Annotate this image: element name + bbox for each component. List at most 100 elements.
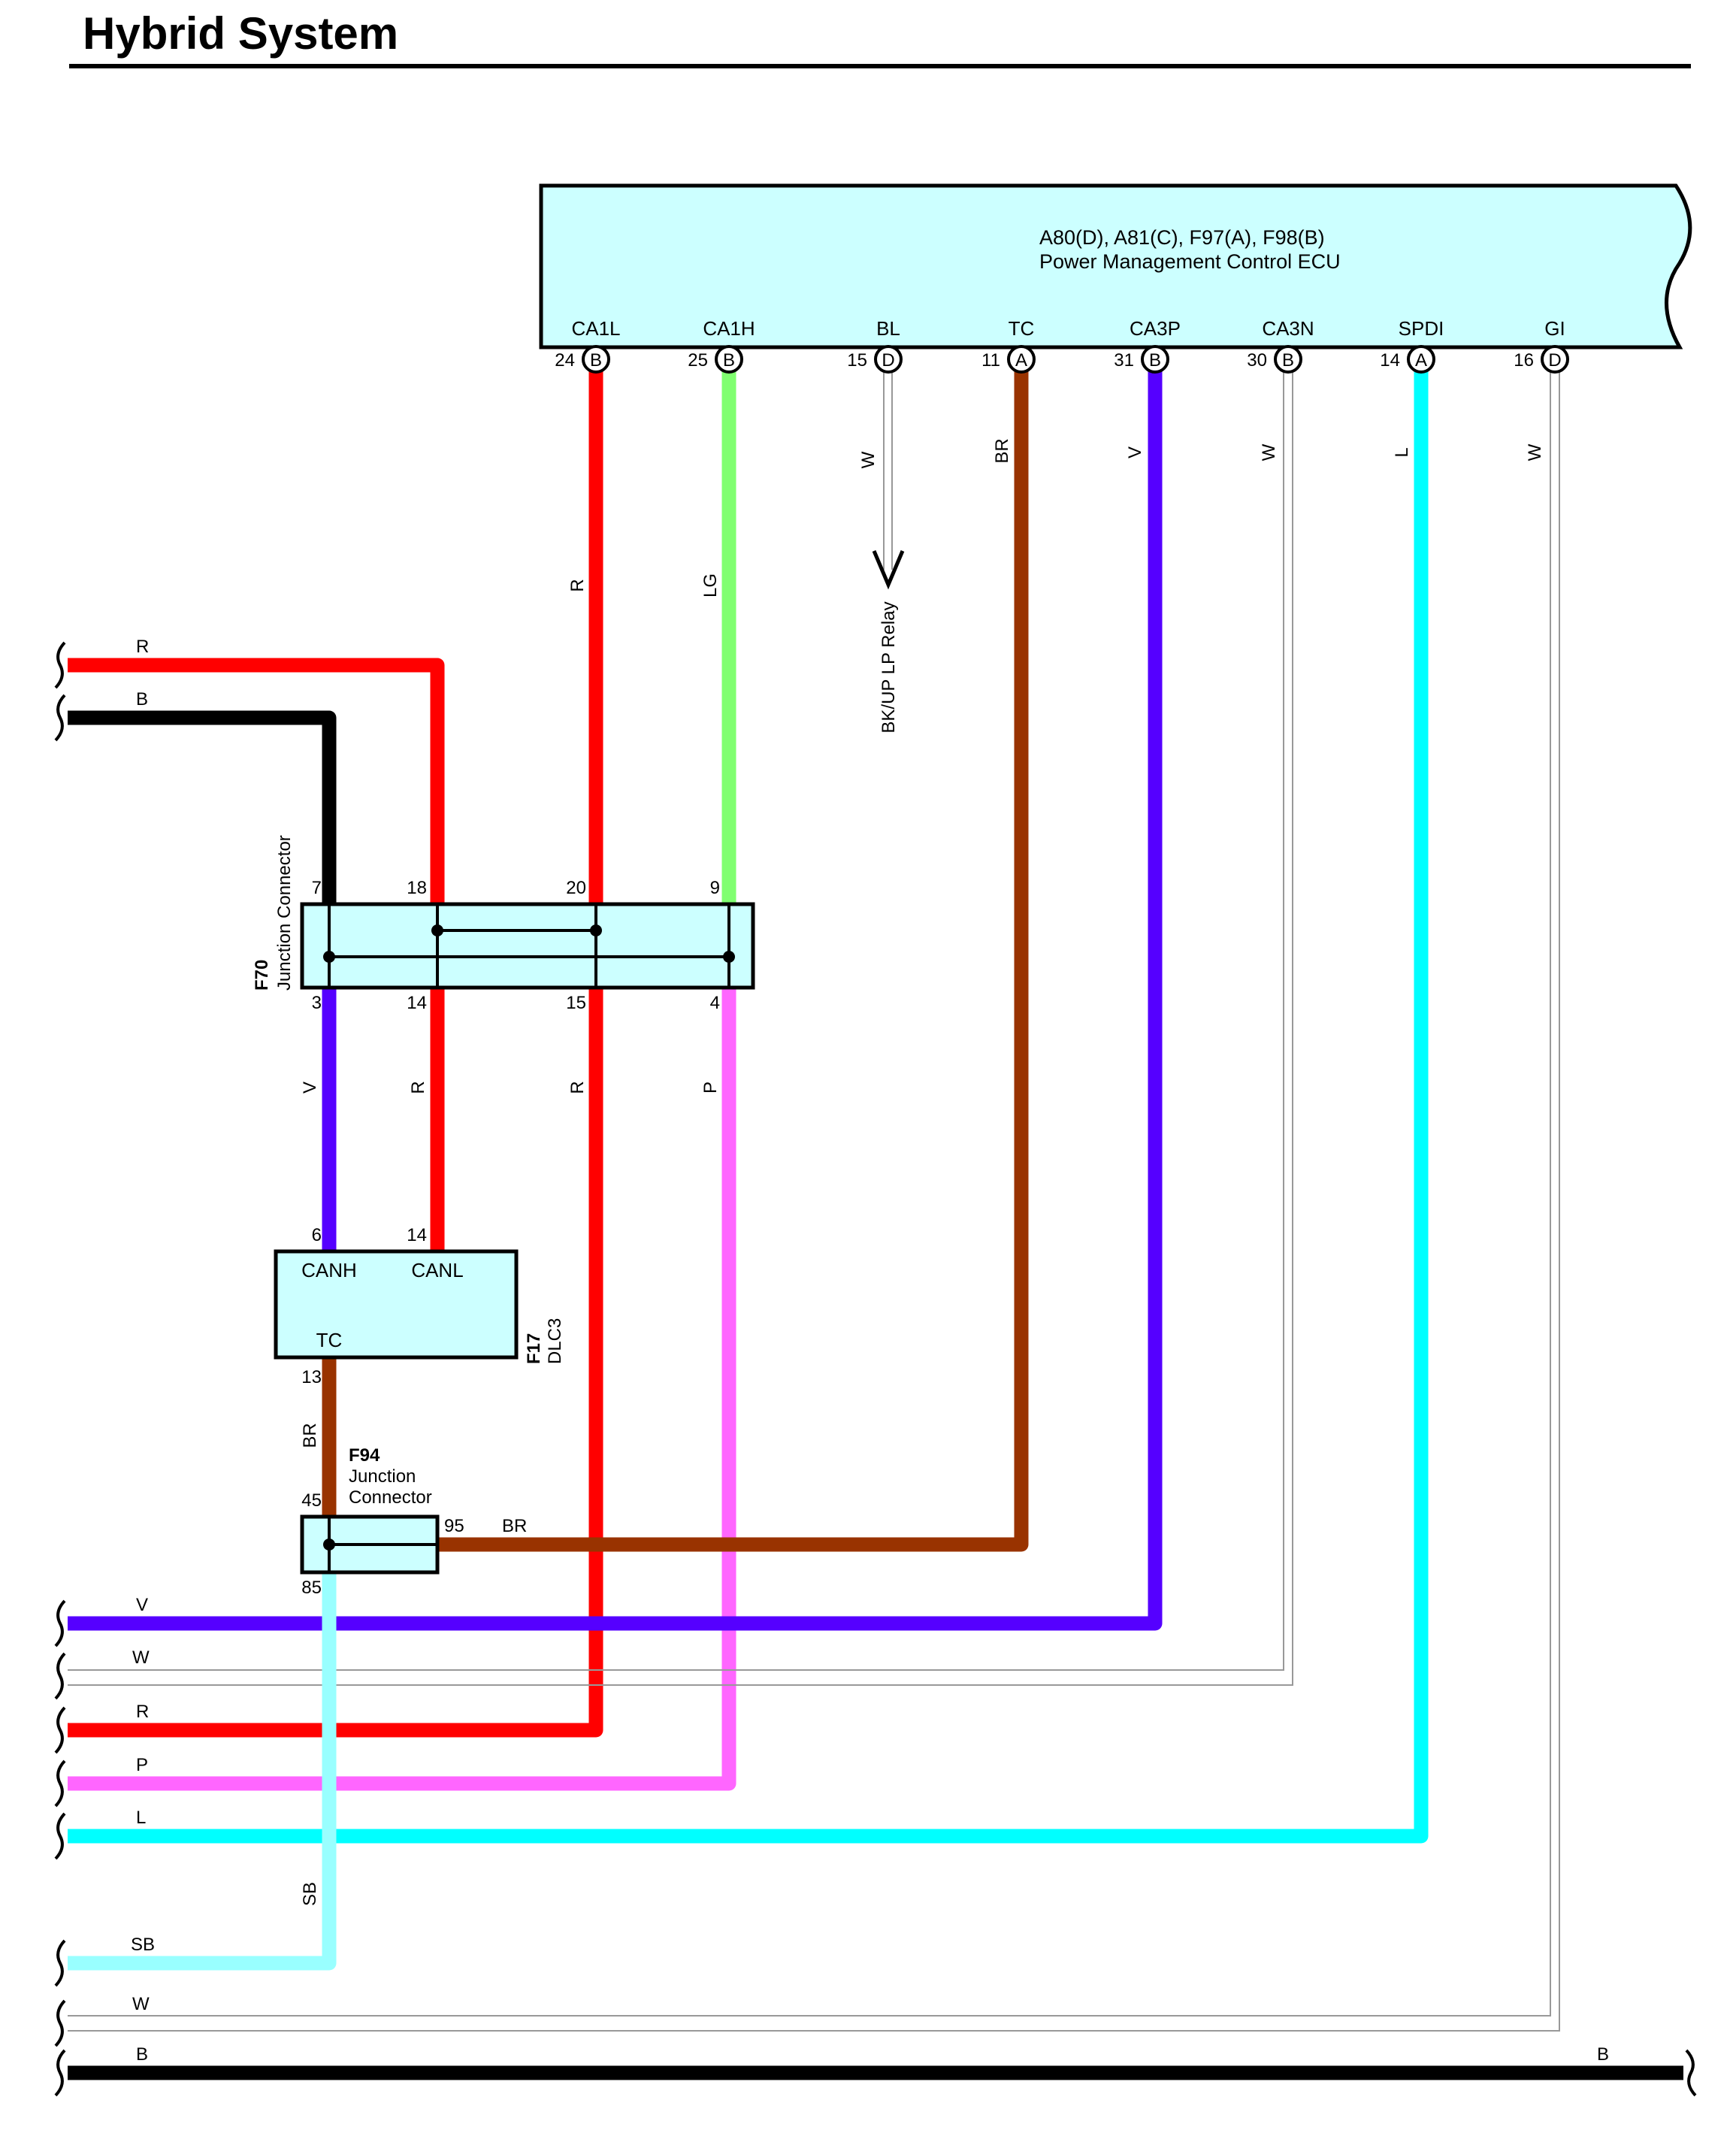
wire-label-ca3n: W bbox=[1259, 443, 1279, 461]
ecu-pin-conn-bl: D bbox=[882, 350, 894, 371]
wire-label-gi: W bbox=[1525, 443, 1545, 461]
f94-id: F94 bbox=[349, 1445, 380, 1466]
ecu-pin-num-gi: 16 bbox=[1514, 350, 1534, 371]
left-wire-label-b2: B bbox=[136, 2044, 148, 2065]
ecu-box bbox=[539, 183, 1692, 349]
wire-label-canh: V bbox=[300, 1082, 320, 1094]
left-wire-label-r: R bbox=[136, 637, 149, 657]
ecu-pin-signal-spdi: SPDI bbox=[1399, 317, 1444, 340]
ecu-pin-signal-gi: GI bbox=[1544, 317, 1565, 340]
f70-pin-3: 3 bbox=[312, 993, 322, 1013]
wire-p bbox=[68, 988, 736, 1791]
ecu-pin-signal-tc: TC bbox=[1009, 317, 1035, 340]
wire-left-r bbox=[68, 658, 445, 904]
left-wire-label-w1: W bbox=[132, 1647, 150, 1668]
dlc3-pin-num-6: 6 bbox=[312, 1225, 322, 1245]
wire-label-ca1h: LG bbox=[700, 573, 721, 598]
left-wire-label-w2: W bbox=[132, 1994, 150, 2014]
wire-ca3p bbox=[68, 368, 1163, 1631]
arrow-down-icon bbox=[872, 550, 905, 590]
f70-pin-14: 14 bbox=[407, 993, 427, 1013]
ecu-pin-num-spdi: 14 bbox=[1380, 350, 1400, 371]
ecu-pin-conn-ca1l: B bbox=[590, 350, 602, 371]
left-wire-label-p: P bbox=[136, 1755, 148, 1775]
dlc3-id: F17 bbox=[524, 1333, 544, 1364]
wire-left-b bbox=[68, 710, 337, 904]
ecu-pin-markers bbox=[582, 345, 1569, 374]
ecu-pin-num-ca3p: 31 bbox=[1114, 350, 1134, 371]
dlc3-pin-num-13: 13 bbox=[301, 1367, 322, 1387]
ecu-pin-conn-spdi: A bbox=[1415, 350, 1427, 371]
left-wire-label-b: B bbox=[136, 689, 148, 709]
f70-pin-18: 18 bbox=[407, 878, 427, 898]
wire-label-spdi: L bbox=[1392, 447, 1412, 457]
dlc3-name: DLC3 bbox=[545, 1318, 565, 1364]
page-title: Hybrid System bbox=[83, 8, 399, 59]
dlc3-box bbox=[274, 1249, 519, 1360]
f70-junction-dots bbox=[323, 924, 735, 963]
wire-label-canl: R bbox=[408, 1081, 428, 1094]
ecu-pin-conn-tc: A bbox=[1015, 350, 1027, 371]
f70-internal-lines bbox=[328, 904, 730, 988]
ecu-pin-num-ca3n: 30 bbox=[1247, 350, 1267, 371]
dlc3-pin-canh: CANH bbox=[301, 1259, 357, 1281]
f94-junction-dot bbox=[323, 1538, 335, 1551]
ecu-id: A80(D), A81(C), F97(A), F98(B) bbox=[1039, 226, 1325, 249]
wire-bl bbox=[883, 368, 893, 570]
dlc3-pin-num-14: 14 bbox=[407, 1225, 427, 1245]
relay-label: BK/UP LP Relay bbox=[879, 601, 899, 733]
f94-pin-85: 85 bbox=[301, 1578, 322, 1598]
ecu-name: Power Management Control ECU bbox=[1039, 250, 1341, 273]
f94-name-line1: Junction bbox=[349, 1466, 416, 1487]
f70-id: F70 bbox=[252, 960, 272, 991]
wire-label-bl: W bbox=[858, 451, 879, 468]
dlc3-pin-canl: CANL bbox=[411, 1259, 463, 1281]
f70-pin-15: 15 bbox=[566, 993, 586, 1013]
ecu-pin-num-ca1h: 25 bbox=[688, 350, 708, 371]
f70-pin-7: 7 bbox=[312, 878, 322, 898]
wire-label-p-lower: P bbox=[700, 1082, 721, 1094]
ecu-pin-signal-ca1h: CA1H bbox=[703, 317, 755, 340]
wire-ca3n bbox=[68, 368, 1293, 1686]
ground-right-label: B bbox=[1597, 2044, 1609, 2065]
wire-label-dlc-tc: BR bbox=[300, 1423, 320, 1448]
wire-label-tc: BR bbox=[992, 438, 1012, 463]
ecu-pin-conn-gi: D bbox=[1548, 350, 1561, 371]
wire-break-markers bbox=[54, 641, 1697, 2097]
ecu-pin-num-bl: 15 bbox=[847, 350, 867, 371]
f70-pin-20: 20 bbox=[566, 878, 586, 898]
left-wire-label-v: V bbox=[136, 1595, 148, 1615]
left-wire-label-l: L bbox=[136, 1808, 146, 1828]
ecu-pin-num-tc: 11 bbox=[981, 350, 1000, 371]
f94-name-line2: Connector bbox=[349, 1487, 432, 1508]
f94-pin-95: 95 bbox=[444, 1516, 464, 1536]
wire-ca1l-lower bbox=[68, 988, 603, 1738]
wire-sb bbox=[68, 1572, 337, 1971]
left-wire-label-r2: R bbox=[136, 1702, 149, 1722]
wire-label-ca1l: R bbox=[567, 579, 588, 591]
f70-pin-9: 9 bbox=[710, 878, 720, 898]
f94-pin-45: 45 bbox=[301, 1490, 322, 1511]
wire-tc bbox=[437, 368, 1029, 1552]
title-rule bbox=[69, 64, 1691, 68]
wire-label-ca3p: V bbox=[1125, 446, 1145, 458]
wire-label-sb-vertical: SB bbox=[300, 1882, 320, 1906]
ecu-pin-conn-ca3p: B bbox=[1149, 350, 1161, 371]
f94-wire-br: BR bbox=[502, 1516, 527, 1536]
ecu-pin-signal-ca3p: CA3P bbox=[1130, 317, 1181, 340]
wire-gi bbox=[68, 368, 1560, 2032]
ecu-pin-conn-ca3n: B bbox=[1282, 350, 1294, 371]
wire-spdi bbox=[68, 368, 1429, 1844]
left-wire-label-sb: SB bbox=[131, 1935, 155, 1955]
dlc3-pin-tc: TC bbox=[316, 1329, 343, 1351]
f70-pin-4: 4 bbox=[710, 993, 720, 1013]
ecu-pin-conn-ca1h: B bbox=[723, 350, 735, 371]
f70-name: Junction Connector bbox=[274, 835, 295, 991]
ecu-pin-signal-ca1l: CA1L bbox=[571, 317, 620, 340]
ecu-pin-num-ca1l: 24 bbox=[555, 350, 575, 371]
ecu-pin-signal-ca3n: CA3N bbox=[1262, 317, 1314, 340]
ecu-pin-signal-bl: BL bbox=[876, 317, 900, 340]
f70-box bbox=[300, 902, 755, 990]
wire-label-r-lower: R bbox=[567, 1081, 588, 1094]
